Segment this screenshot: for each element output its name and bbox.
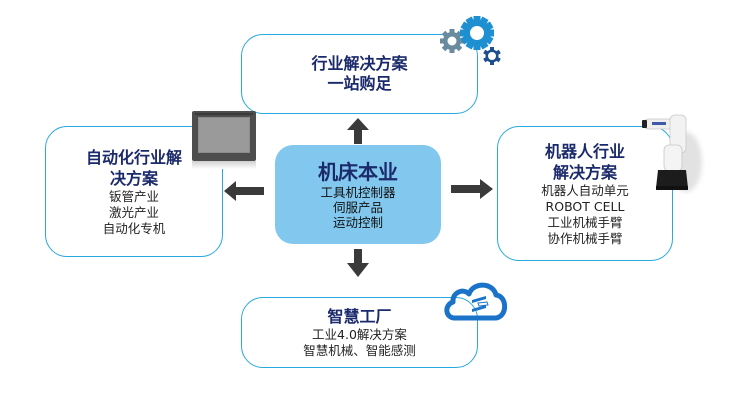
- right-title-line-1: 机器人行业: [544, 141, 625, 161]
- left-item: 钣管产业: [108, 188, 159, 204]
- top-title-line-1: 行业解决方案: [311, 54, 408, 73]
- arrow-right-icon: [451, 179, 493, 199]
- left-item: 激光产业: [108, 204, 159, 220]
- box-smart-factory: 智慧工厂 工业4.0解决方案 智慧机械、智能感测: [241, 297, 478, 368]
- right-item: 协作机械手臂: [547, 230, 623, 246]
- box-industry-solutions: 行业解决方案 一站购足: [241, 34, 478, 114]
- right-item: 工业机械手臂: [547, 214, 623, 230]
- center-item: 工具机控制器: [320, 185, 396, 200]
- bottom-item: 工业4.0解决方案: [312, 326, 407, 342]
- bottom-title: 智慧工厂: [327, 306, 392, 326]
- box-core-machine-tool: 机床本业 工具机控制器 伺服产品 运动控制: [275, 145, 441, 244]
- right-item: ROBOT CELL: [545, 198, 625, 214]
- center-title: 机床本业: [318, 160, 398, 184]
- center-item: 伺服产品: [332, 200, 383, 215]
- arrow-up-icon: [347, 118, 369, 144]
- box-robot-solutions: 机器人行业 解决方案 机器人自动单元 ROBOT CELL 工业机械手臂 协作机…: [497, 126, 673, 261]
- right-title-line-2: 解决方案: [552, 162, 617, 182]
- arrow-left-icon: [224, 181, 264, 201]
- touch-panel-monitor-icon: [192, 111, 256, 169]
- left-item: 自动化专机: [102, 220, 166, 236]
- gears-icon: [440, 16, 501, 65]
- arrow-down-icon: [347, 249, 369, 277]
- bottom-item: 智慧机械、智能感测: [303, 342, 416, 358]
- cloud-icon: [444, 282, 508, 321]
- right-item: 机器人自动单元: [541, 182, 629, 198]
- left-title-line-1: 自动化行业解: [85, 147, 182, 167]
- center-item: 运动控制: [332, 215, 383, 230]
- top-title-line-2: 一站购足: [327, 74, 392, 93]
- left-title-line-2: 决方案: [109, 168, 158, 188]
- robot-arm-icon: [642, 114, 702, 192]
